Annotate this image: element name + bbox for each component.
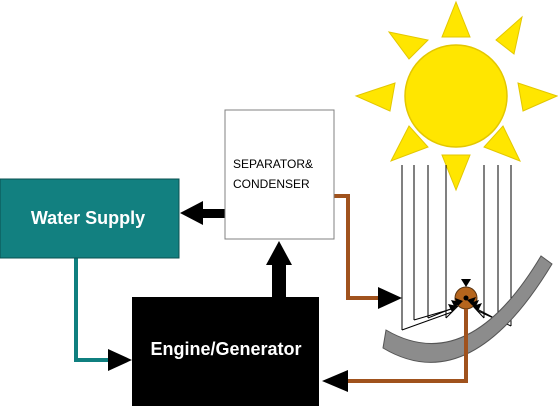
engine-generator-label: Engine/Generator <box>150 339 301 359</box>
arrow-to-water-supply <box>180 201 203 225</box>
separator-label-line2: CONDENSER <box>233 177 310 191</box>
arrow-to-separator <box>266 241 292 265</box>
pipe-engine-to-separator <box>272 262 286 298</box>
engine-generator-box <box>132 297 319 406</box>
pipe-separator-to-water <box>200 209 226 218</box>
receiver-tube-icon <box>448 279 482 312</box>
arrow-to-receiver <box>378 287 402 309</box>
arrow-water-to-engine <box>108 349 132 371</box>
water-supply-label: Water Supply <box>31 208 145 228</box>
separator-condenser-box <box>224 109 335 240</box>
water-supply-box <box>0 178 180 259</box>
pipe-receiver-to-engine <box>346 309 468 383</box>
separator-label-line1: SEPARATOR& <box>233 157 313 171</box>
pipe-water-to-engine <box>74 258 110 362</box>
pipe-separator-to-receiver <box>334 194 380 300</box>
sun-icon <box>354 0 558 192</box>
arrow-to-engine <box>322 370 348 392</box>
